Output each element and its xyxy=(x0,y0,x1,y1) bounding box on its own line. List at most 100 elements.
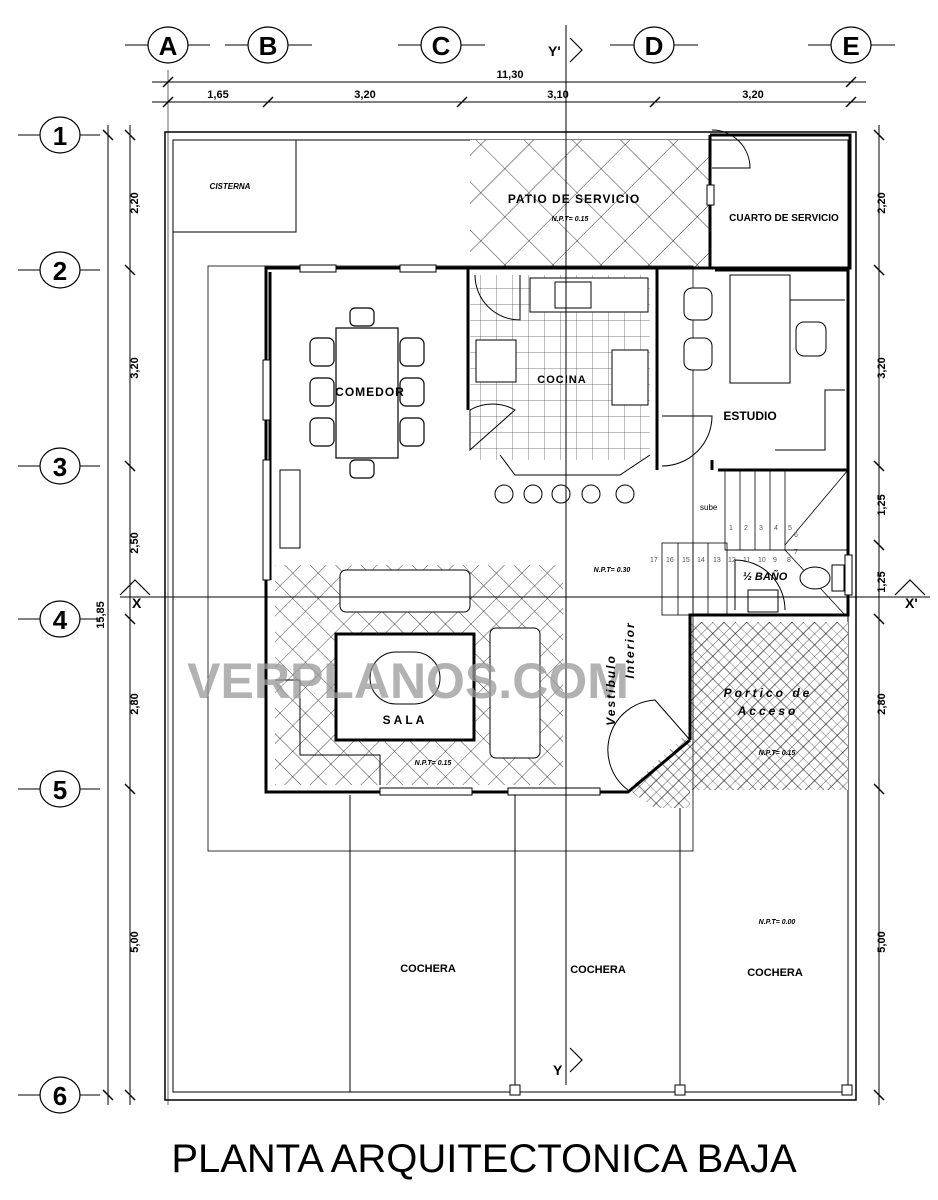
garage-dividers xyxy=(349,795,853,1096)
dim-left-2: 3,20 xyxy=(129,357,141,378)
living-furniture xyxy=(275,569,541,785)
svg-text:16: 16 xyxy=(666,557,674,564)
grid-marker-6: 6 xyxy=(18,1076,100,1114)
svg-text:3: 3 xyxy=(53,452,67,482)
svg-text:B: B xyxy=(259,31,278,61)
label-vestibulo-2: Interior xyxy=(623,621,637,678)
label-vestibulo-npt: N.P.T= 0.30 xyxy=(594,567,631,574)
grid-marker-d: D xyxy=(610,26,698,64)
lot-boundary xyxy=(164,131,857,1101)
section-label-x-right: X' xyxy=(905,595,918,611)
svg-text:2: 2 xyxy=(744,525,748,532)
study-furniture xyxy=(683,274,845,451)
label-patio-npt: N.P.T= 0.15 xyxy=(552,216,589,223)
grid-marker-5: 5 xyxy=(18,770,100,808)
dim-top-4: 3,20 xyxy=(742,89,763,101)
svg-text:4: 4 xyxy=(53,605,68,635)
portico-floor-pattern xyxy=(690,622,848,790)
svg-text:6: 6 xyxy=(794,532,798,539)
dining-table xyxy=(309,307,425,479)
section-arrow-x-right-icon xyxy=(894,579,926,596)
dim-total-depth: 15,85 xyxy=(95,601,107,629)
label-portico-2: Acceso xyxy=(737,704,799,718)
dim-right-5: 2,80 xyxy=(876,693,888,714)
label-cocina: COCINA xyxy=(537,374,586,386)
label-cochera-npt: N.P.T= 0.00 xyxy=(759,919,796,926)
doors xyxy=(469,129,786,791)
patio-floor-hatch xyxy=(470,140,710,268)
grid-marker-3: 3 xyxy=(18,447,100,485)
label-cochera-3: COCHERA xyxy=(747,967,803,979)
dim-left-3: 2,50 xyxy=(129,532,141,553)
svg-text:6: 6 xyxy=(53,1081,67,1111)
section-label-y-bottom: Y xyxy=(553,1062,563,1078)
left-dimensions: 15,85 2,20 3,20 2,50 2,80 5,00 xyxy=(95,125,141,1105)
kitchen-fixtures xyxy=(475,277,651,504)
staircase xyxy=(661,469,849,616)
label-portico-npt: N.P.T= 0.15 xyxy=(759,750,796,757)
svg-text:17: 17 xyxy=(650,557,658,564)
label-sala: SALA xyxy=(383,713,428,727)
label-estudio: ESTUDIO xyxy=(723,409,776,423)
label-sube: sube xyxy=(700,503,718,512)
grid-marker-b: B xyxy=(225,26,312,64)
room-labels: CISTERNA PATIO DE SERVICIO N.P.T= 0.15 C… xyxy=(210,182,839,979)
grid-marker-c: C xyxy=(398,26,485,64)
grid-marker-a: A xyxy=(125,26,210,1105)
label-cisterna: CISTERNA xyxy=(210,182,251,191)
label-bano: ½ BAÑO xyxy=(743,570,788,583)
svg-text:E: E xyxy=(842,31,859,61)
svg-text:12: 12 xyxy=(728,557,736,564)
windows xyxy=(262,184,853,796)
dim-left-4: 2,80 xyxy=(129,693,141,714)
bathroom-fixtures xyxy=(747,564,845,613)
top-dimensions: 11,30 1,65 3,20 3,10 3,20 xyxy=(152,69,866,108)
svg-text:15: 15 xyxy=(682,557,690,564)
entry-floor-pattern xyxy=(628,730,690,808)
label-vestibulo-1: Vestibulo xyxy=(604,654,618,726)
svg-text:5: 5 xyxy=(788,525,792,532)
svg-text:C: C xyxy=(432,31,451,61)
svg-text:14: 14 xyxy=(697,557,705,564)
svg-text:1: 1 xyxy=(53,121,67,151)
svg-text:4: 4 xyxy=(774,525,778,532)
svg-text:11: 11 xyxy=(743,557,750,564)
label-portico-1: Portico de xyxy=(724,686,813,700)
dim-left-1: 2,20 xyxy=(129,192,141,213)
dim-top-3: 3,10 xyxy=(547,89,568,101)
label-patio: PATIO DE SERVICIO xyxy=(508,192,640,206)
section-label-y-top: Y' xyxy=(548,43,561,59)
section-label-x-left: X xyxy=(132,595,142,611)
label-comedor: COMEDOR xyxy=(335,385,405,399)
label-sala-npt: N.P.T= 0.15 xyxy=(415,760,452,767)
svg-text:A: A xyxy=(159,31,178,61)
dim-right-1: 2,20 xyxy=(876,192,888,213)
dim-right-4: 1,25 xyxy=(876,571,888,592)
grid-marker-1: 1 xyxy=(18,116,100,154)
watermark: VERPLANOS.COM xyxy=(187,653,629,709)
section-arrow-y-bottom-icon xyxy=(569,1047,583,1073)
right-dimensions: 2,20 3,20 1,25 1,25 2,80 5,00 xyxy=(873,125,888,1105)
svg-text:10: 10 xyxy=(758,557,766,564)
section-arrow-x-left-icon xyxy=(119,579,151,596)
svg-text:3: 3 xyxy=(759,525,763,532)
svg-text:2: 2 xyxy=(53,256,67,286)
label-cochera-2: COCHERA xyxy=(570,964,626,976)
plan-title: PLANTA ARQUITECTONICA BAJA xyxy=(171,1137,797,1181)
svg-text:9: 9 xyxy=(773,557,777,564)
svg-text:D: D xyxy=(645,31,664,61)
dim-right-6: 5,00 xyxy=(876,931,888,952)
section-arrow-y-top-icon xyxy=(569,37,583,63)
svg-text:7: 7 xyxy=(794,549,798,556)
dim-top-2: 3,20 xyxy=(354,89,375,101)
grid-marker-4: 4 xyxy=(18,600,100,638)
grid-marker-e: E xyxy=(808,26,895,64)
cistern-box xyxy=(172,139,297,233)
dim-left-5: 5,00 xyxy=(129,931,141,952)
grid-column-markers: A B C D E xyxy=(125,26,895,1105)
label-cochera-1: COCHERA xyxy=(400,963,456,975)
dim-total-width: 11,30 xyxy=(497,69,524,81)
svg-text:5: 5 xyxy=(53,775,67,805)
